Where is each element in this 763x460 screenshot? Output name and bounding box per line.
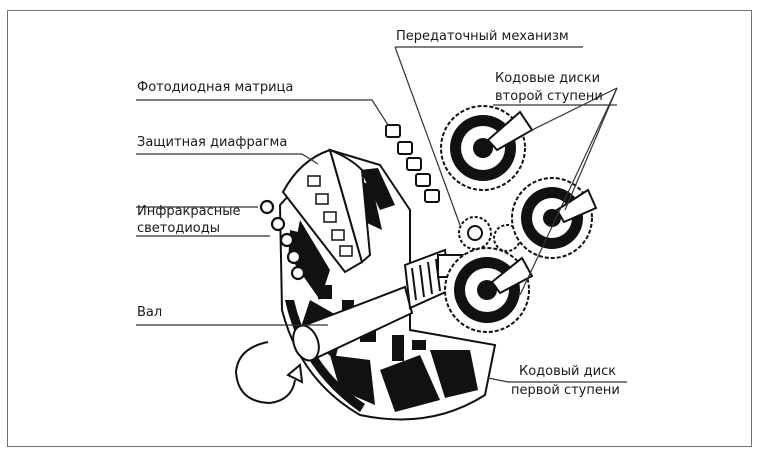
label-gear-mechanism: Передаточный механизм: [396, 29, 569, 44]
second-stage-code-disc-bottom: [444, 247, 534, 333]
leader-lines: [136, 46, 627, 383]
protective-diaphragm: [281, 148, 372, 274]
label-code-discs-second-1: Кодовые диски: [495, 71, 601, 86]
label-code-discs-second-2: второй ступени: [495, 89, 603, 104]
infrared-leds: [259, 199, 306, 281]
rotation-arrow-icon: [234, 341, 304, 405]
second-stage-code-disc-top: [440, 105, 534, 191]
photodiode-matrix: [385, 124, 440, 203]
label-code-disc-first-2: первой ступени: [511, 383, 620, 398]
label-ir-leds-2: светодиоды: [137, 221, 220, 236]
second-stage-code-disc-middle: [511, 177, 598, 259]
label-protective-diaphragm: Защитная диафрагма: [137, 135, 288, 150]
label-code-disc-first-1: Кодовый диск: [519, 364, 617, 379]
label-shaft: Вал: [137, 305, 163, 320]
label-ir-leds-1: Инфракрасные: [137, 204, 241, 219]
shaft: [292, 248, 452, 362]
label-photodiode-matrix: Фотодиодная матрица: [137, 80, 294, 95]
